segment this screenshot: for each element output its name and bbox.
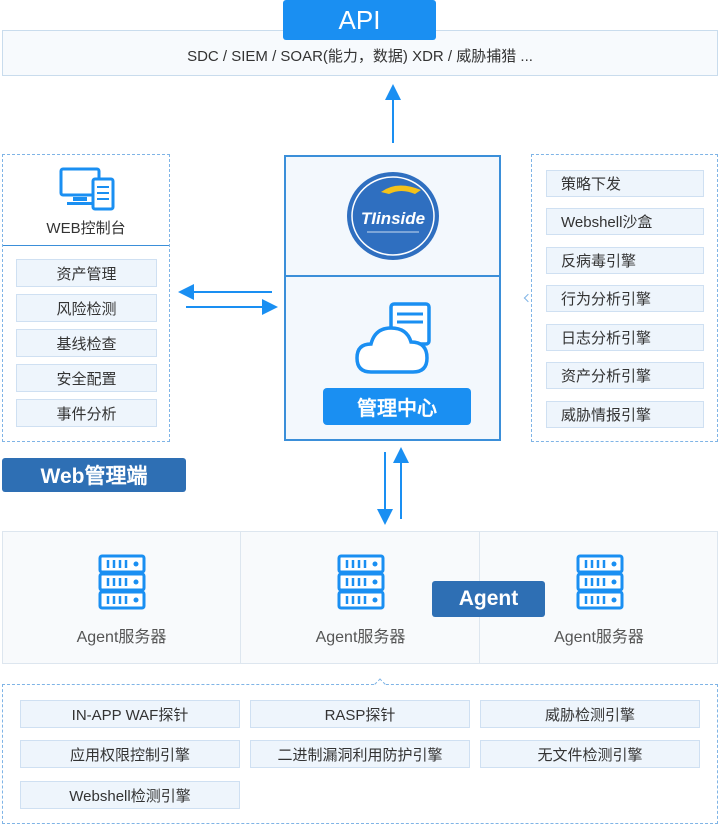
web-item-baseline-check: 基线检查 [16,329,157,357]
agent-server-2: Agent服务器 [242,532,480,663]
module-threat-detection: 威胁检测引擎 [480,700,700,728]
engine-item-asset-analysis: 资产分析引擎 [546,362,704,389]
engine-item-threat-intel: 威胁情报引擎 [546,401,704,428]
server-rack-icon [576,554,624,610]
management-center-box: TIinside 管理中心 [284,155,501,441]
web-item-event-analysis: 事件分析 [16,399,157,427]
module-fileless-detection: 无文件检测引擎 [480,740,700,768]
web-item-asset-management: 资产管理 [16,259,157,287]
module-inapp-waf: IN-APP WAF探针 [20,700,240,728]
agent-server-3: Agent服务器 [481,532,717,663]
module-app-permission: 应用权限控制引擎 [20,740,240,768]
web-management-badge: Web管理端 [2,458,186,492]
module-webshell-detection: Webshell检测引擎 [20,781,240,809]
web-console-title: WEB控制台 [46,220,126,237]
engine-item-antivirus: 反病毒引擎 [546,247,704,274]
monitor-server-icon [59,167,115,211]
cloud-server-icon [355,302,431,374]
engines-panel: 策略下发 Webshell沙盒 反病毒引擎 行为分析引擎 日志分析引擎 资产分析… [531,154,718,442]
management-center-label: 管理中心 [323,388,471,425]
agent-servers-row: Agent服务器 Agent服务器 Agen [2,531,718,664]
agent-badge: Agent [432,581,545,617]
engine-item-behavior-analysis: 行为分析引擎 [546,285,704,312]
engine-item-log-analysis: 日志分析引擎 [546,324,704,351]
agent-modules-panel: IN-APP WAF探针 RASP探针 威胁检测引擎 应用权限控制引擎 二进制漏… [2,684,718,824]
web-item-security-config: 安全配置 [16,364,157,392]
engine-item-policy-dispatch: 策略下发 [546,170,704,197]
engine-item-webshell-sandbox: Webshell沙盒 [546,208,704,235]
web-console-panel: WEB控制台 资产管理 风险检测 基线检查 安全配置 事件分析 [2,154,170,442]
center-divider [286,275,499,277]
api-integrations-text: SDC / SIEM / SOAR(能力，数据) XDR / 威胁捕猎 ... [187,47,533,65]
agent-server-label: Agent服务器 [315,629,406,646]
api-badge: API [283,0,436,40]
server-rack-icon [98,554,146,610]
tiinside-logo: TIinside [347,172,439,260]
web-console-divider [3,245,169,246]
logo-text: TIinside [361,209,425,228]
server-rack-icon [337,554,385,610]
web-item-risk-detection: 风险检测 [16,294,157,322]
agent-server-label: Agent服务器 [554,629,644,646]
module-binary-exploit: 二进制漏洞利用防护引擎 [250,740,470,768]
module-rasp: RASP探针 [250,700,470,728]
agent-server-label: Agent服务器 [76,629,167,646]
agent-server-1: Agent服务器 [3,532,241,663]
